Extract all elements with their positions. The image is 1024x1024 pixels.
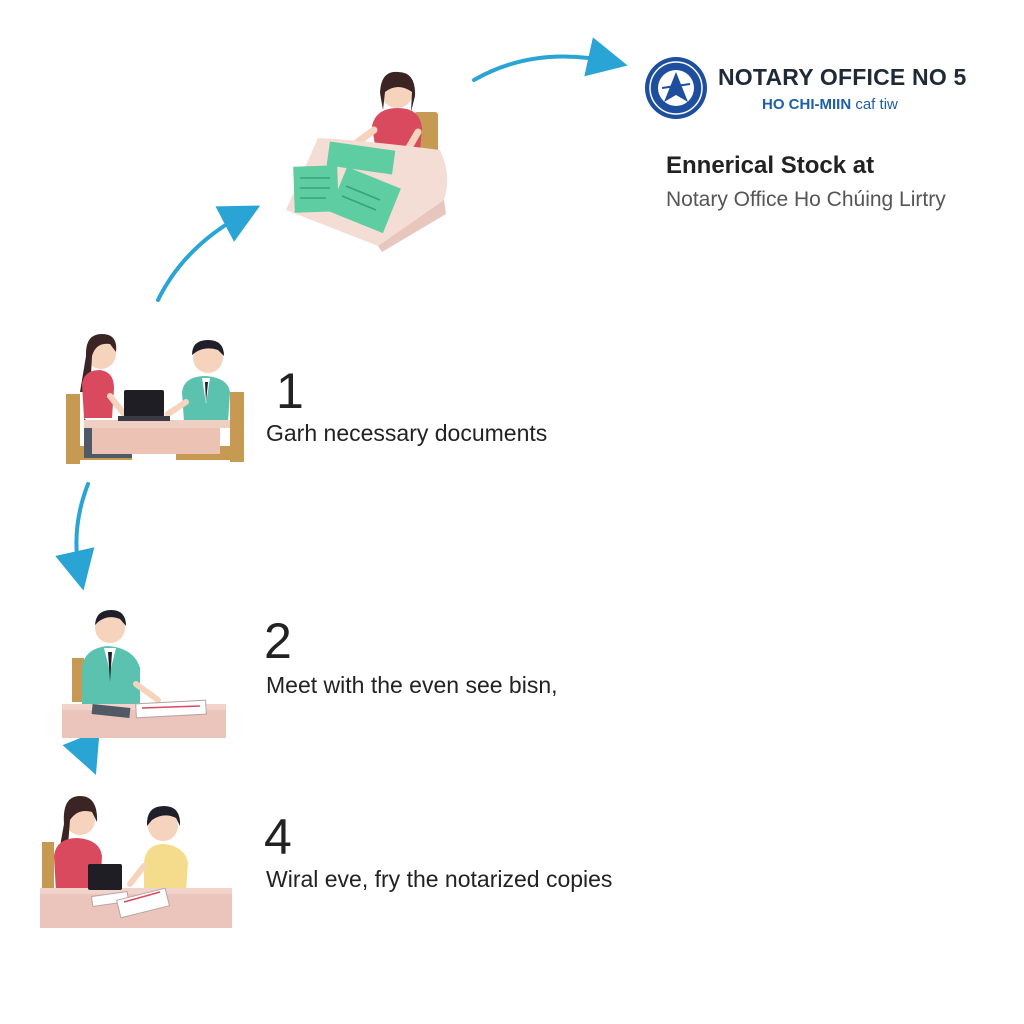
- office-name: NOTARY OFFICE NO 5: [718, 64, 967, 90]
- step-2-number: 2: [264, 613, 292, 669]
- office-city-bold: HO CHI-MIIN: [762, 96, 852, 113]
- arrow-up-to-documents: [156, 205, 261, 302]
- step-1-illustration: [66, 334, 244, 464]
- arrow-down-to-step4: [62, 730, 100, 775]
- section-subline: Notary Office Ho Chúing Lirtry: [666, 188, 946, 211]
- arrow-down-to-step2: [55, 482, 95, 591]
- arrow-to-office: [472, 37, 628, 82]
- step-2-text: Meet with the even see bisn,: [266, 672, 558, 698]
- step-2-illustration: [62, 610, 226, 738]
- documents-desk-illustration: [286, 71, 448, 252]
- flow-arrows: [55, 37, 628, 775]
- notary-seal-logo: [645, 57, 707, 119]
- step-1-number: 1: [276, 363, 304, 419]
- step-4-number: 4: [264, 809, 292, 865]
- section-heading: Ennerical Stock at: [666, 152, 875, 179]
- office-city: HO CHI-MIIN caf tiw: [762, 96, 898, 113]
- step-1-text: Garh necessary documents: [266, 420, 548, 446]
- step-4-text: Wiral eve, fry the notarized copies: [266, 866, 613, 892]
- office-city-rest: caf tiw: [855, 96, 898, 113]
- step-4-illustration: [40, 796, 232, 928]
